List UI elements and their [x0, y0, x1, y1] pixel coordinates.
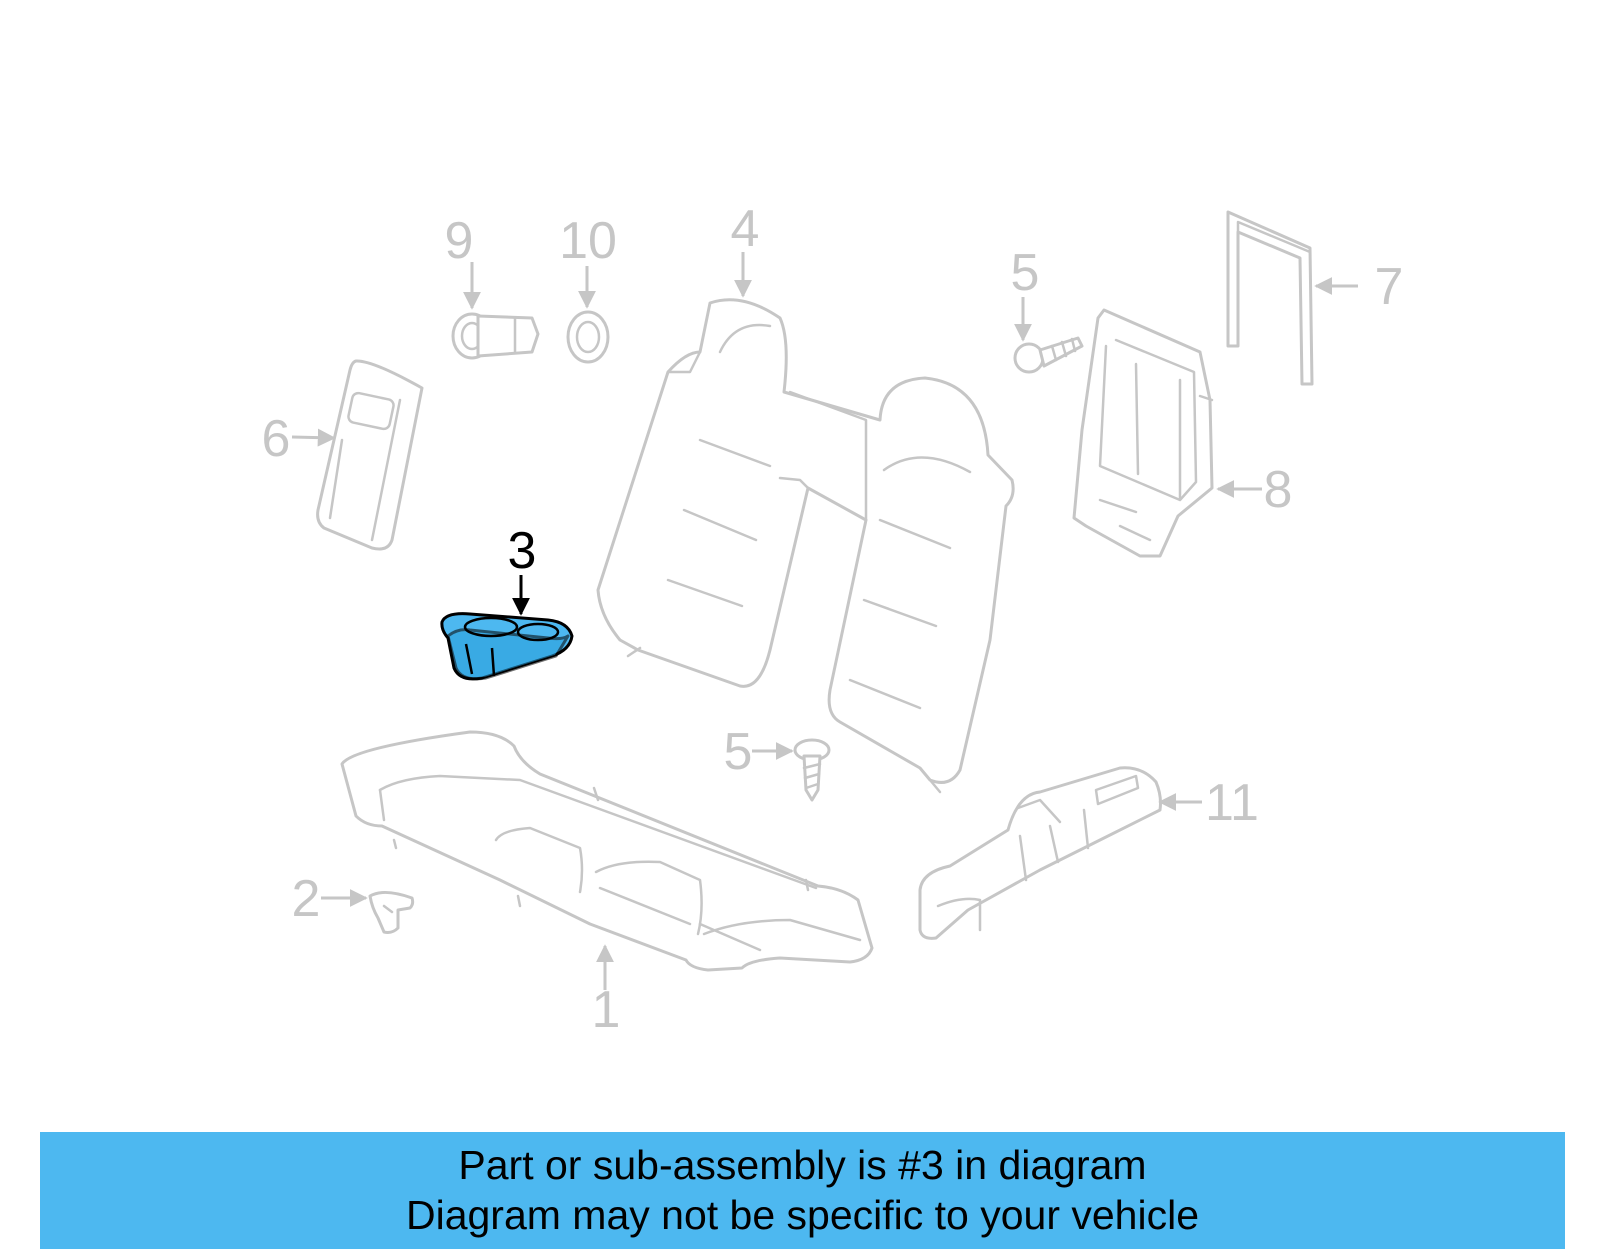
part-4-seat-back[interactable]: [596, 298, 1015, 794]
callout-11: 11: [1205, 774, 1259, 832]
part-5-screw-lower[interactable]: [793, 738, 831, 802]
part-7-lighter[interactable]: [451, 312, 540, 360]
part-5-screw-upper[interactable]: [1013, 336, 1084, 374]
callout-10: 7: [1375, 258, 1404, 316]
callout-2: 2: [292, 870, 321, 928]
part-9-bracket[interactable]: [1072, 308, 1214, 558]
banner-line-1: Part or sub-assembly is #3 in diagram: [458, 1142, 1147, 1188]
part-6-trim-panel[interactable]: [316, 359, 424, 551]
banner-line-2: Diagram may not be specific to your vehi…: [405, 1192, 1199, 1238]
info-banner: Part or sub-assembly is #3 in diagram Di…: [40, 1132, 1565, 1249]
part-2-clip[interactable]: [368, 891, 415, 934]
callout-4: 4: [731, 200, 760, 258]
callout-7: 9: [445, 212, 474, 270]
callout-5-upper: 5: [1011, 244, 1040, 302]
part-11-trim-bar[interactable]: [918, 766, 1162, 940]
part-1-seat-cushion[interactable]: [340, 730, 874, 972]
callout-1: 1: [592, 981, 621, 1039]
part-8-ring[interactable]: [566, 310, 610, 364]
callout-3: 3: [508, 522, 537, 580]
part-10-trim-channel[interactable]: [1226, 210, 1314, 386]
part-3-cup-holder[interactable]: [440, 612, 574, 681]
callout-6: 6: [262, 410, 291, 468]
callout-9: 8: [1264, 461, 1293, 519]
callout-8: 10: [559, 212, 617, 270]
callout-5-lower: 5: [724, 723, 753, 781]
